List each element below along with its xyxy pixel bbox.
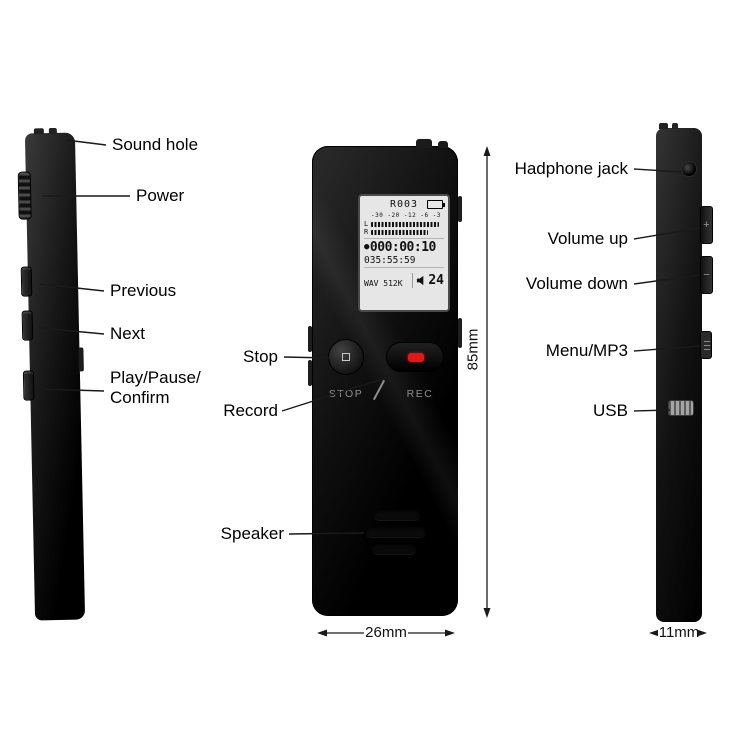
top-clip <box>659 123 668 129</box>
screen-file-row: R003 <box>364 199 445 212</box>
label-stop: Stop <box>243 347 278 366</box>
total-time: 035:55:59 <box>364 255 444 268</box>
menu-mp3-button <box>700 331 712 359</box>
label-volume-down: Volume down <box>525 274 628 293</box>
printed-rec-label: REC <box>406 388 434 400</box>
label-volume-up: Volume up <box>547 229 628 248</box>
volume-level: 24 <box>428 273 444 288</box>
menu-lines-icon <box>704 341 710 351</box>
level-meter-left: L <box>364 220 444 228</box>
side-nub <box>308 360 312 386</box>
record-button <box>386 342 444 372</box>
file-id: R003 <box>389 199 419 210</box>
sound-hole-notch <box>48 127 57 135</box>
record-indicator-dot: ● <box>364 242 369 252</box>
meter-scale: -30 -20 -12 -6 -3 0 <box>371 212 444 219</box>
top-tab <box>416 139 432 148</box>
volume-down-button: − <box>700 256 713 294</box>
label-play-pause-confirm: Play/Pause/ Confirm <box>110 368 201 408</box>
label-sound-hole: Sound hole <box>112 135 199 154</box>
level-meter-left-bar <box>371 221 439 227</box>
record-time: 000:00:10 <box>369 239 436 255</box>
side-nub <box>458 318 462 348</box>
label-usb: USB <box>593 401 628 420</box>
stop-square-icon <box>342 353 350 361</box>
side-nub <box>458 196 462 222</box>
label-next: Next <box>110 324 145 343</box>
record-time-row: ● 000:00:10 <box>364 238 444 255</box>
volume-readout: 24 <box>412 273 444 288</box>
lcd-screen: R003 -30 -20 -12 -6 -3 0 L R ● 000:00:10… <box>358 194 450 312</box>
printed-slash <box>372 379 386 401</box>
top-tab <box>438 141 448 148</box>
next-button <box>21 310 34 341</box>
dimension-width-front: 26mm <box>365 624 407 641</box>
arrowhead <box>445 629 455 637</box>
side-nub <box>308 326 312 352</box>
device-right-side-view: + − <box>656 123 713 622</box>
channel-right-label: R <box>364 228 369 236</box>
dimension-depth-front: 11mm <box>658 624 700 641</box>
label-play-pause-line1: Play/Pause/ <box>110 368 201 387</box>
dimension-height: 85mm <box>464 328 482 371</box>
channel-left-label: L <box>364 220 369 228</box>
format-text: WAV 512K <box>364 279 403 288</box>
printed-stop-label: STOP <box>328 388 364 400</box>
arrowhead <box>483 146 491 156</box>
arrowhead <box>483 608 491 618</box>
battery-icon <box>427 200 445 209</box>
arrowhead <box>317 629 327 637</box>
label-menu-mp3: Menu/MP3 <box>545 341 628 360</box>
level-meter-right-bar <box>371 229 428 235</box>
headphone-jack-hole <box>681 161 697 177</box>
device-front-view: R003 -30 -20 -12 -6 -3 0 L R ● 000:00:10… <box>308 139 462 616</box>
sound-hole-notch <box>33 128 44 135</box>
side-nub <box>78 347 84 372</box>
label-power: Power <box>136 186 185 205</box>
record-red-icon <box>408 353 424 362</box>
volume-up-button: + <box>700 206 713 244</box>
power-switch <box>17 171 32 220</box>
speaker-grille-slot <box>374 510 420 520</box>
usb-port <box>668 400 694 416</box>
label-play-pause-line2: Confirm <box>110 388 170 407</box>
label-speaker: Speaker <box>220 524 284 543</box>
speaker-grille-slot <box>366 527 426 537</box>
stop-button <box>328 339 364 375</box>
label-headphone-jack: Hadphone jack <box>514 159 628 178</box>
label-record: Record <box>223 401 278 420</box>
top-clip <box>672 123 678 129</box>
speaker-volume-icon <box>417 275 424 286</box>
previous-button <box>20 266 33 297</box>
device-left-side-view <box>17 127 86 621</box>
speaker-grille-slot <box>372 544 416 554</box>
label-previous: Previous <box>110 281 177 300</box>
play-pause-button <box>22 370 35 401</box>
screen-bottom-row: WAV 512K 24 <box>364 268 444 288</box>
level-meter-right: R <box>364 228 444 236</box>
